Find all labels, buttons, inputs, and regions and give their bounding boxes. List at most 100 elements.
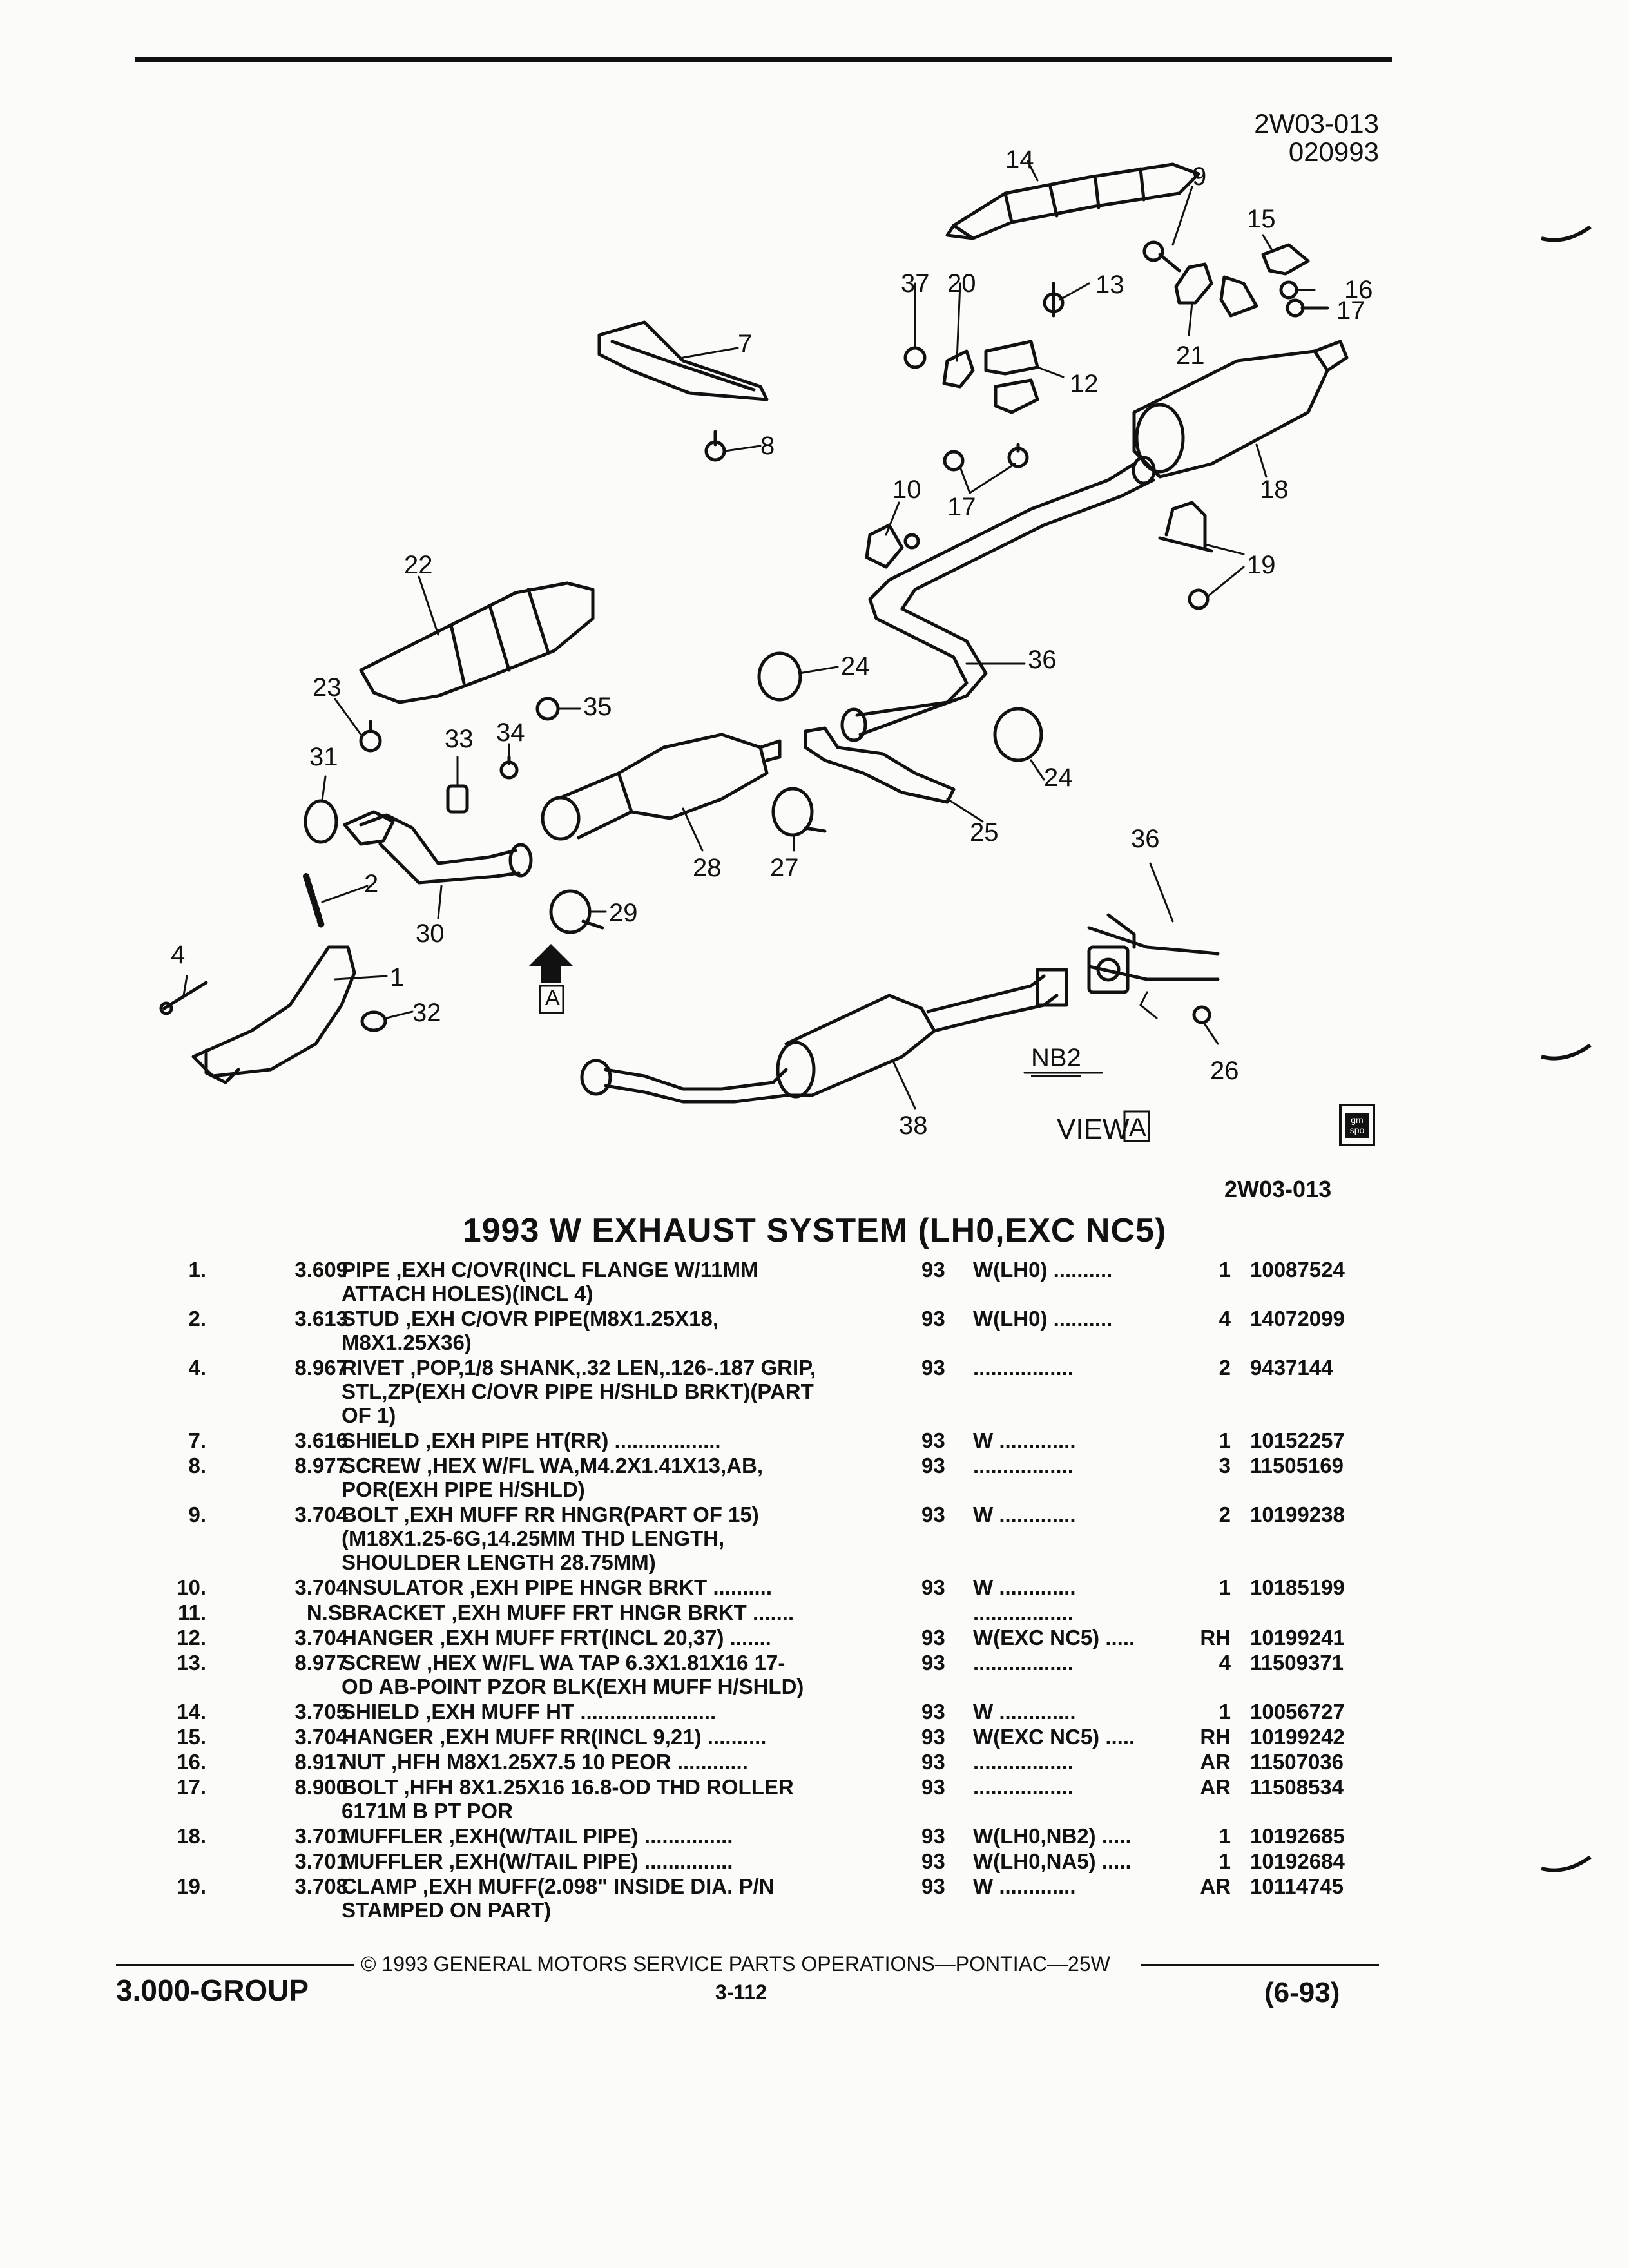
- part-15-hanger: [1219, 243, 1310, 318]
- part-19-clamp: [1158, 501, 1213, 610]
- parts-application: W .............: [973, 1503, 1076, 1526]
- part-18-muffler: [1132, 340, 1349, 479]
- footer-group: 3.000-GROUP: [116, 1974, 309, 2007]
- parts-part-number: 10192684: [1250, 1849, 1345, 1873]
- callout-nb2: NB2: [1031, 1044, 1081, 1077]
- parts-description: INSULATOR ,EXH PIPE HNGR BRKT ..........: [342, 1575, 773, 1599]
- parts-application: .................: [973, 1775, 1074, 1799]
- parts-group-code: 3.704: [294, 1575, 348, 1599]
- parts-item-number: 10.: [177, 1575, 206, 1599]
- parts-part-number: 14072099: [1250, 1307, 1345, 1331]
- parts-description: SCREW ,HEX W/FL WA,M4.2X1.41X13,AB, POR(…: [342, 1454, 764, 1501]
- part-25-bracket: [804, 726, 956, 804]
- parts-year: 93: [921, 1775, 945, 1799]
- callout-12: 12: [1070, 370, 1099, 398]
- callout-17b: 17: [947, 493, 976, 521]
- top-rule: [135, 57, 1392, 62]
- parts-year: 93: [921, 1454, 945, 1477]
- parts-group-code: 8.900: [294, 1775, 348, 1799]
- parts-quantity: 3: [1219, 1454, 1231, 1477]
- callout-33: 33: [445, 725, 474, 753]
- callout-24a: 24: [841, 652, 870, 680]
- footer-rule-right: [1141, 1964, 1379, 1966]
- footer-rule-left: [116, 1964, 354, 1966]
- view-a-box-small: [539, 985, 564, 1014]
- part-4-rivet: [159, 981, 208, 1015]
- part-33-spacer: [446, 784, 469, 814]
- parts-quantity: AR: [1200, 1750, 1231, 1774]
- callout-a-small: A: [545, 986, 560, 1010]
- parts-application: W .............: [973, 1575, 1076, 1599]
- part-2-stud: [303, 873, 325, 931]
- callout-10: 10: [892, 476, 921, 504]
- callout-23: 23: [313, 673, 342, 702]
- callout-9: 9: [1192, 162, 1207, 191]
- part-23-bolt: [359, 720, 382, 753]
- parts-quantity: 1: [1219, 1258, 1231, 1282]
- parts-part-number: 11505169: [1250, 1454, 1344, 1477]
- parts-quantity: RH: [1200, 1626, 1231, 1649]
- callout-2: 2: [364, 870, 379, 898]
- parts-group-code: 3.708: [294, 1874, 348, 1898]
- parts-part-number: 10199241: [1250, 1626, 1345, 1649]
- part-36-view-a-pipe: [1087, 913, 1220, 994]
- parts-quantity: AR: [1200, 1874, 1231, 1898]
- callout-29: 29: [609, 899, 638, 927]
- part-7-heat-shield: [597, 320, 769, 401]
- parts-description: HANGER ,EXH MUFF RR(INCL 9,21) .........…: [342, 1725, 767, 1749]
- callout-18: 18: [1260, 476, 1289, 504]
- parts-group-code: 3.704: [294, 1725, 348, 1749]
- parts-description: SHIELD ,EXH PIPE HT(RR) ................…: [342, 1428, 721, 1452]
- part-38-nb2-pipe: [580, 968, 1068, 1104]
- callout-35: 35: [583, 693, 612, 721]
- part-20-bracket: [942, 349, 975, 389]
- parts-application: W(LH0,NA5) .....: [973, 1849, 1132, 1873]
- parts-part-number: 10199242: [1250, 1725, 1345, 1749]
- parts-description: CLAMP ,EXH MUFF(2.098" INSIDE DIA. P/N S…: [342, 1874, 775, 1922]
- callout-28: 28: [693, 854, 722, 882]
- parts-application: W .............: [973, 1700, 1076, 1724]
- date-code: 020993: [1288, 137, 1379, 167]
- parts-quantity: 1: [1219, 1575, 1231, 1599]
- parts-part-number: 10152257: [1250, 1428, 1345, 1452]
- parts-year: 93: [921, 1626, 945, 1649]
- callout-4: 4: [171, 941, 186, 969]
- parts-year: 93: [921, 1725, 945, 1749]
- margin-mark-2: [1541, 1044, 1592, 1061]
- parts-year: 93: [921, 1750, 945, 1774]
- callout-19: 19: [1247, 551, 1276, 579]
- callout-21: 21: [1176, 341, 1205, 370]
- part-9-bolt: [1142, 240, 1181, 273]
- callout-30: 30: [416, 919, 445, 948]
- part-13-screw: [1043, 282, 1065, 318]
- callout-14: 14: [1005, 146, 1034, 174]
- parts-item-number: 19.: [177, 1874, 206, 1898]
- callout-26: 26: [1210, 1057, 1239, 1085]
- callout-37: 37: [901, 269, 930, 298]
- parts-group-code: 3.616: [294, 1428, 348, 1452]
- part-32-nut: [360, 1010, 387, 1032]
- parts-application: W .............: [973, 1874, 1076, 1898]
- part-31-gasket: [304, 799, 338, 844]
- part-17-bolt-pair: [943, 443, 1029, 472]
- callout-36b: 36: [1131, 825, 1160, 853]
- footer-page-number: 3-112: [715, 1981, 767, 2004]
- view-a-letter: A: [1129, 1113, 1146, 1142]
- part-21-bracket: [1174, 262, 1213, 305]
- part-28-converter: [541, 733, 782, 841]
- parts-item-number: 13.: [177, 1651, 206, 1675]
- callout-16: 16: [1344, 276, 1373, 304]
- parts-group-code: 3.609: [294, 1258, 348, 1282]
- part-30-exhaust-pipe: [343, 810, 533, 885]
- parts-part-number: 11507036: [1250, 1750, 1344, 1774]
- parts-item-number: 15.: [177, 1725, 206, 1749]
- parts-group-code: 3.704: [294, 1503, 348, 1526]
- gm-spo-logo: [1339, 1104, 1375, 1146]
